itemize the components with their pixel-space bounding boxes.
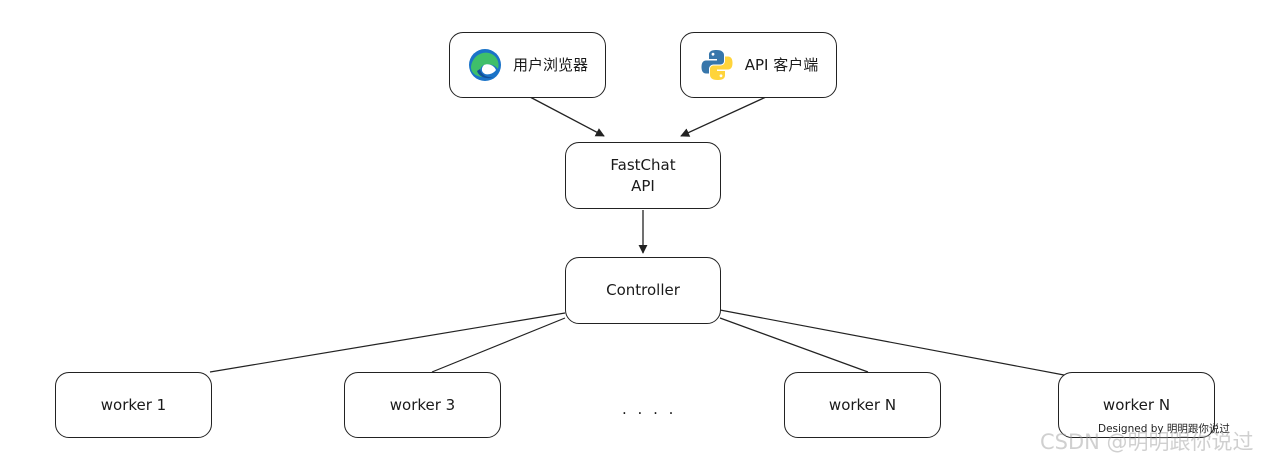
fastchat-api-node: FastChat API xyxy=(565,142,721,209)
line-controller-to-worker-3 xyxy=(431,317,566,373)
browser-node: 用户浏览器 xyxy=(449,32,606,98)
python-icon xyxy=(701,50,733,80)
arrow-browser-to-fastchat xyxy=(529,96,605,137)
fastchat-label-line-1: FastChat xyxy=(610,155,676,174)
worker-label: worker N xyxy=(1102,395,1171,414)
worker-label: worker N xyxy=(828,395,897,414)
controller-label: Controller xyxy=(606,281,680,299)
worker-node-1: worker 1 xyxy=(55,372,212,438)
api-client-node: API 客户端 xyxy=(680,32,837,98)
edge-browser-icon xyxy=(468,49,501,81)
worker-node-n-a: worker N xyxy=(784,372,941,438)
api-client-label: API 客户端 xyxy=(744,55,819,74)
arrow-client-to-fastchat xyxy=(680,96,767,137)
line-controller-to-worker-n-b xyxy=(719,309,1065,376)
ellipsis: . . . . xyxy=(622,400,677,418)
controller-node: Controller xyxy=(565,257,721,324)
worker-node-3: worker 3 xyxy=(344,372,501,438)
designer-credit: Designed by 明明跟你说过 xyxy=(1098,423,1230,435)
csdn-watermark: CSDN @明明跟你说过 xyxy=(1040,430,1254,454)
fastchat-label-line-2: API xyxy=(631,176,655,195)
line-controller-to-worker-1 xyxy=(209,312,566,373)
browser-label: 用户浏览器 xyxy=(512,55,588,74)
worker-label: worker 1 xyxy=(100,395,167,414)
worker-label: worker 3 xyxy=(389,395,456,414)
worker-node-n-b: worker N xyxy=(1058,372,1215,438)
line-controller-to-worker-n-a xyxy=(719,317,869,373)
